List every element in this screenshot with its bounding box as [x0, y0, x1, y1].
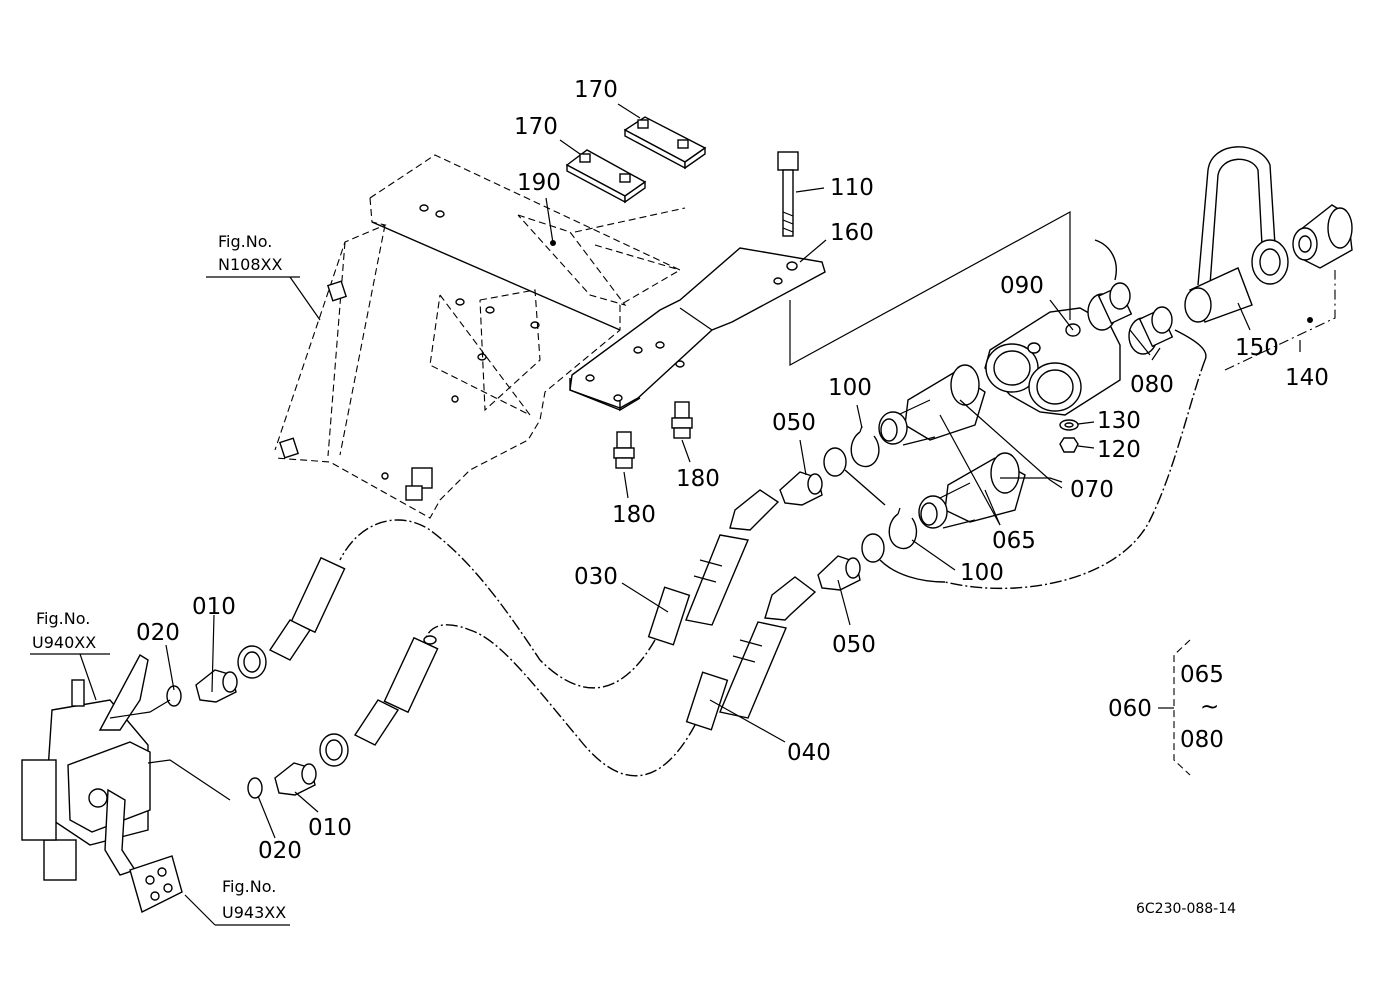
cap-chain [944, 359, 1206, 590]
fig-ref-n108-code: N108XX [218, 255, 282, 274]
fig-ref-u943-code: U943XX [222, 903, 286, 922]
fig-ref-u940-title: Fig.No. [36, 609, 90, 628]
bolt-110 [777, 151, 799, 237]
label-100-upper: 100 [828, 375, 872, 401]
label-020-lower: 020 [258, 838, 302, 864]
snap-ring-100-upper [850, 425, 880, 468]
plate-170-lower [565, 149, 647, 204]
coupler-065-lower [918, 452, 1026, 529]
o-ring-020-upper [166, 685, 182, 707]
valve-block-090 [984, 307, 1121, 416]
bolt-180-left [613, 431, 635, 469]
quick-coupler-140 [1292, 204, 1353, 269]
hose-030 [647, 489, 780, 646]
hose-040 [685, 576, 817, 731]
snap-ring-100-lower [888, 507, 918, 550]
plate-170-upper [623, 116, 707, 170]
point-140 [1307, 317, 1313, 323]
label-range-from: 065 [1180, 662, 1224, 688]
bracket-140 [1224, 270, 1336, 371]
adapter-010-lower [274, 762, 317, 796]
label-090: 090 [1000, 273, 1044, 299]
label-170-upper: 170 [574, 77, 618, 103]
o-ring-upper-coupler [823, 447, 886, 506]
label-170-lower: 170 [514, 114, 558, 140]
label-140: 140 [1285, 365, 1329, 391]
label-180-left: 180 [612, 502, 656, 528]
label-120: 120 [1097, 437, 1141, 463]
label-030: 030 [574, 564, 618, 590]
label-060: 060 [1108, 696, 1152, 722]
bolt-180-right [671, 401, 693, 439]
label-130: 130 [1097, 408, 1141, 434]
hose-040-path [424, 624, 696, 777]
label-range-to: 080 [1180, 727, 1224, 753]
part-labels: 170 170 190 110 160 090 150 140 080 100 … [32, 77, 1329, 922]
washer-130 [1059, 419, 1079, 431]
label-010-lower: 010 [308, 815, 352, 841]
adapter-050-lower [817, 555, 861, 591]
label-050-upper: 050 [772, 410, 816, 436]
bracket-160 [569, 247, 826, 412]
label-050-lower: 050 [832, 632, 876, 658]
drawing-code: 6C230-088-14 [1136, 901, 1236, 917]
label-070: 070 [1070, 477, 1114, 503]
set-range-060 [1158, 639, 1191, 776]
hose-end-upper-left [237, 556, 346, 679]
fig-ref-n108-title: Fig.No. [218, 232, 272, 251]
o-ring-020-lower [247, 777, 263, 799]
o-ring-lower-coupler [861, 533, 946, 583]
label-160: 160 [830, 220, 874, 246]
label-100-lower: 100 [960, 560, 1004, 586]
label-190: 190 [517, 170, 561, 196]
label-010-upper: 010 [192, 594, 236, 620]
nut-120 [1059, 437, 1079, 453]
hose-030-path [339, 519, 656, 689]
hose-end-lower-left [319, 635, 439, 767]
label-150: 150 [1235, 335, 1279, 361]
label-110: 110 [830, 175, 874, 201]
label-020-upper: 020 [136, 620, 180, 646]
coupler-065-upper [878, 364, 986, 446]
handle-150 [1184, 146, 1289, 323]
label-range-tilde: ~ [1200, 694, 1219, 720]
label-180-right: 180 [676, 466, 720, 492]
adapter-050-upper [779, 471, 823, 506]
fig-ref-u943-title: Fig.No. [222, 877, 276, 896]
dust-cap-080-lower [1128, 306, 1207, 361]
dust-cap-080-upper [1087, 239, 1133, 331]
leader-lines [30, 103, 1251, 926]
control-valve [21, 654, 183, 914]
label-080: 080 [1130, 372, 1174, 398]
label-065: 065 [992, 528, 1036, 554]
label-040: 040 [787, 740, 831, 766]
fig-ref-u940-code: U940XX [32, 633, 96, 652]
adapter-010-upper [195, 669, 238, 703]
frame-panel [274, 154, 686, 519]
